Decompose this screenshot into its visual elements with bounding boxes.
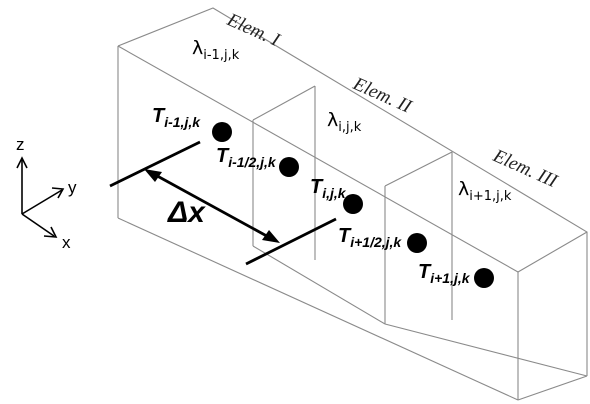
lambda-elem-3: λi+1,j,k — [458, 178, 512, 204]
z-axis-arrowhead — [16, 156, 28, 169]
spacing-dimension — [109, 140, 337, 266]
box-top-back-outline — [117, 7, 588, 376]
y-axis-label: y — [68, 178, 77, 197]
node-i-plus-1 — [474, 268, 494, 288]
x-axis — [21, 213, 55, 237]
divider-2-top-diagonal — [384, 151, 453, 187]
lambda-elem-2: λi,j,k — [327, 109, 362, 135]
dimension-extension-right — [245, 217, 337, 266]
node-label-i-minus-half: Ti-1/2,j,k — [216, 145, 277, 170]
elem-1-label: Elem. I — [223, 9, 284, 52]
spacing-label: Δx — [167, 196, 206, 229]
end-face-bottom — [517, 375, 588, 401]
node-label-i-minus-1: Ti-1,j,k — [152, 105, 201, 130]
box-bottom-back-edge — [384, 323, 588, 377]
x-axis-label: x — [62, 233, 71, 252]
box-front-top-edge — [117, 45, 519, 273]
control-volume-boxes — [117, 7, 588, 401]
coordinate-axes — [16, 156, 65, 238]
dimension-arrowhead-right — [262, 230, 280, 243]
node-i-minus-half — [279, 157, 299, 177]
node-i-plus-half — [407, 233, 427, 253]
z-axis-label: z — [16, 135, 25, 154]
y-axis — [21, 189, 63, 215]
node-i-minus-1 — [212, 122, 232, 142]
node-label-i-plus-1: Ti+1,j,k — [418, 261, 471, 286]
node-label-i: Ti,j,k — [310, 176, 347, 201]
box-front-bottom-edge — [117, 217, 519, 401]
box-bottom-mid-edge — [252, 245, 386, 325]
elem-3-label: Elem. III — [489, 145, 562, 193]
node-i — [343, 194, 363, 214]
dimension-extension-left — [109, 140, 201, 188]
divider-1-top-diagonal — [252, 85, 316, 121]
dimension-arrowhead-left — [144, 169, 162, 182]
y-axis-arrowhead — [51, 187, 65, 199]
node-label-i-plus-half: Ti+1/2,j,k — [338, 225, 402, 250]
lambda-elem-1: λi-1,j,k — [192, 37, 240, 63]
end-face-top — [517, 231, 588, 273]
x-axis-arrowhead — [43, 226, 58, 238]
dimension-line — [149, 170, 275, 242]
elem-2-label: Elem. II — [349, 73, 416, 118]
